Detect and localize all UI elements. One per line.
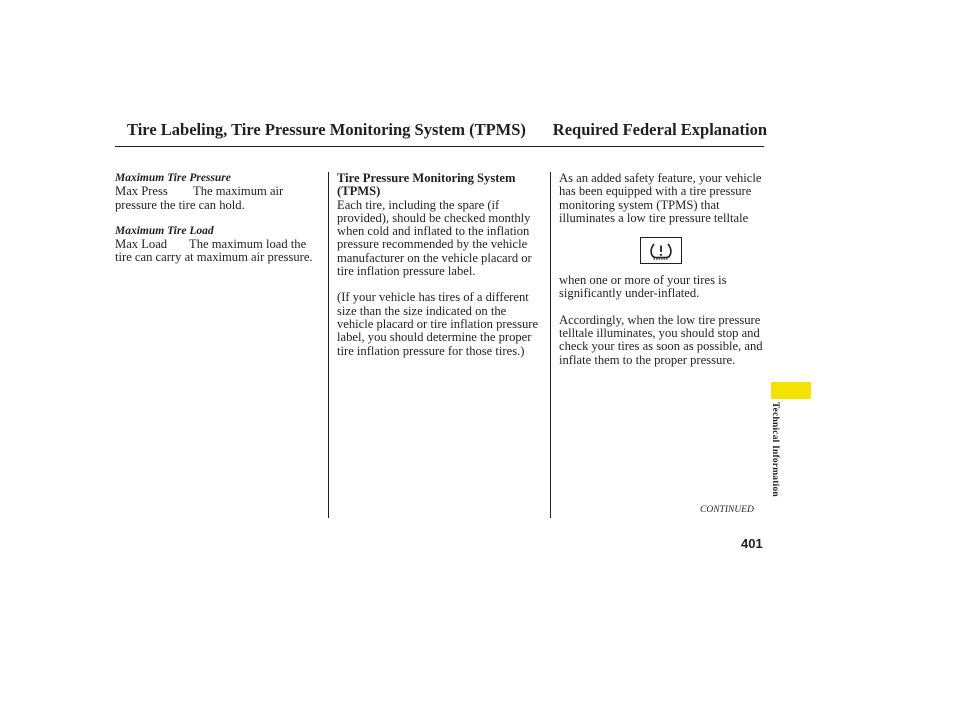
max-load-heading: Maximum Tire Load — [115, 224, 214, 237]
telltale-paragraph-1: As an added safety feature, your vehicle… — [559, 171, 762, 225]
section-tab-label: Technical Information — [770, 402, 780, 497]
tpms-paragraph-2: (If your vehicle has tires of a differen… — [337, 290, 539, 358]
page-title: Tire Labeling, Tire Pressure Monitoring … — [127, 120, 767, 140]
column-divider-2 — [550, 172, 551, 518]
telltale-paragraph-2: when one or more of your tires is signif… — [559, 273, 727, 301]
page-title-left: Tire Labeling, Tire Pressure Monitoring … — [127, 120, 526, 139]
section-tab — [771, 382, 811, 399]
max-load-term: Max Load — [115, 237, 168, 252]
title-rule — [115, 146, 764, 147]
continued-label: CONTINUED — [700, 505, 754, 515]
max-pressure-heading: Maximum Tire Pressure — [115, 172, 231, 184]
page-number: 401 — [741, 536, 763, 551]
page-title-right: Required Federal Explanation — [552, 120, 767, 139]
max-load-text: The maximum load the tire can carry at m… — [115, 237, 313, 265]
tpms-paragraph-1: Each tire, including the spare (if provi… — [337, 197, 532, 279]
tpms-heading: Tire Pressure Monitoring System (TPMS) — [337, 171, 516, 199]
column-2: Tire Pressure Monitoring System (TPMS) E… — [337, 171, 543, 358]
column-divider-1 — [328, 172, 329, 518]
telltale-paragraph-3: Accordingly, when the low tire pressure … — [559, 312, 763, 367]
max-press-text: The maximum air pressure the tire can ho… — [115, 184, 284, 212]
max-press-term: Max Press — [115, 184, 168, 199]
low-tire-pressure-telltale-icon — [640, 237, 682, 265]
column-3: As an added safety feature, your vehicle… — [559, 171, 763, 367]
